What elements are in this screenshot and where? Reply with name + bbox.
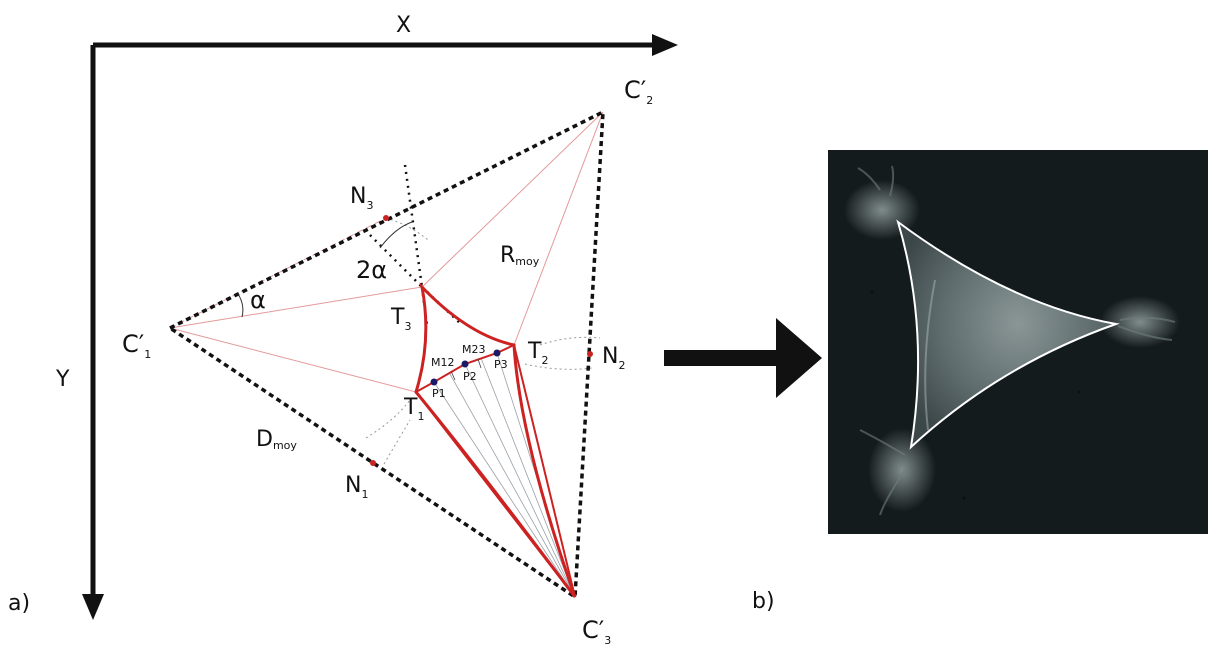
inner-arc	[924, 279, 936, 431]
p1-marker	[430, 378, 438, 386]
two-alpha-arc	[379, 221, 413, 249]
p1-label: P1	[432, 387, 446, 400]
axes: X Y	[55, 13, 678, 620]
r-moy-label: Rmoy	[500, 243, 540, 268]
n1-marker	[370, 460, 376, 466]
alpha-arc	[237, 293, 244, 318]
speck	[870, 290, 874, 294]
c1-label: C′1	[122, 330, 151, 361]
micrograph-triangle	[896, 219, 1120, 450]
markers	[370, 215, 593, 466]
d-moy-label: Dmoy	[256, 427, 297, 452]
dotted-arcs	[365, 217, 601, 465]
panel-b: b)	[752, 150, 1208, 614]
gray-guide-lines	[433, 352, 576, 598]
speck	[1077, 390, 1081, 394]
tick-marks	[450, 358, 482, 381]
panel-arrow	[664, 318, 822, 398]
t2-to-c3	[513, 344, 576, 598]
p2-marker	[461, 360, 469, 368]
panel-a: X Y	[8, 13, 678, 647]
panel-b-label: b)	[752, 589, 775, 614]
n3-marker	[383, 215, 389, 221]
streaks	[857, 165, 1176, 516]
n3-label: N3	[350, 184, 373, 212]
c2-label: C′2	[624, 76, 653, 107]
t3-label: T3	[390, 305, 411, 333]
alpha-label: α	[250, 286, 266, 314]
x-axis-arrowhead	[652, 34, 678, 56]
m12-label: M12	[431, 356, 455, 369]
corner-glow-right	[1100, 296, 1180, 348]
tangent-lines	[369, 164, 463, 326]
inner-curved-triangle	[414, 282, 577, 598]
y-axis-label: Y	[55, 367, 70, 392]
n1-label: N1	[345, 473, 368, 501]
p3-label: P3	[494, 358, 508, 371]
t1-to-c3	[415, 391, 576, 598]
p2-label: P2	[463, 370, 477, 383]
speck	[962, 496, 966, 500]
corner-glow-bottom	[868, 428, 936, 512]
p3-marker	[493, 349, 501, 357]
t1-label: T1	[403, 395, 424, 423]
n2-label: N2	[602, 344, 625, 372]
n2-marker	[587, 351, 593, 357]
y-axis-arrowhead	[82, 594, 104, 620]
two-alpha-label: 2α	[356, 256, 387, 284]
c3-label: C′3	[582, 616, 611, 646]
t2-label: T2	[527, 339, 548, 367]
panel-a-label: a)	[8, 591, 30, 616]
x-axis-label: X	[396, 13, 411, 38]
m23-label: M23	[462, 343, 486, 356]
